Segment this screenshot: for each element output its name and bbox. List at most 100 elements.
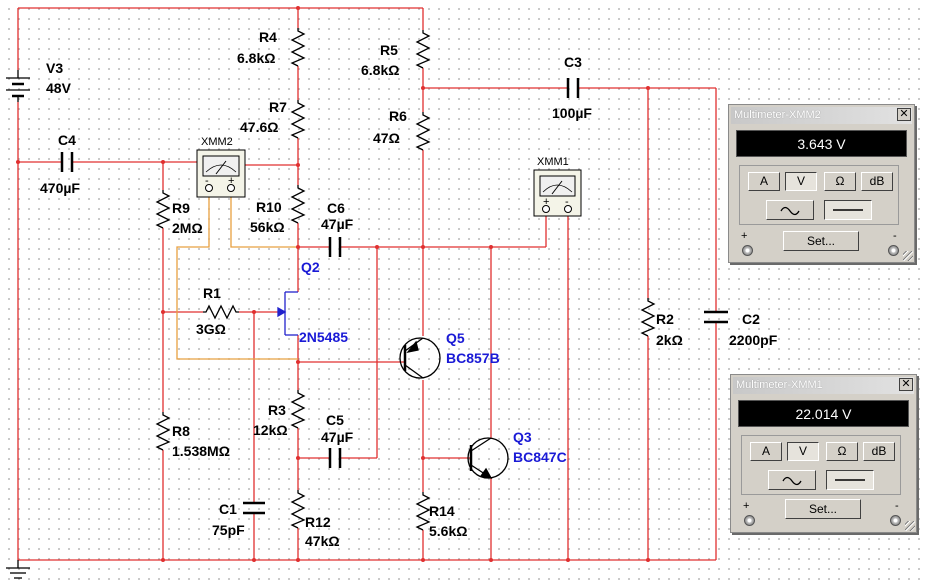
- r2-value: 2kΩ: [656, 332, 683, 348]
- close-icon[interactable]: ✕: [897, 108, 911, 121]
- meter-wires-xmm2: [176, 197, 298, 360]
- c3-value: 100µF: [552, 105, 592, 121]
- multimeter-xmm2-title: Multimeter-XMM2: [734, 109, 821, 121]
- c5-ref: C5: [326, 412, 344, 428]
- dc-mode-button[interactable]: [826, 470, 874, 490]
- volts-button[interactable]: V: [787, 442, 819, 461]
- ohms-button[interactable]: Ω: [824, 172, 856, 191]
- xmm2-symbol-label: XMM2: [201, 136, 233, 148]
- multimeter-xmm2-titlebar[interactable]: Multimeter-XMM2: [731, 107, 912, 124]
- junction-dots: [16, 6, 650, 562]
- minus-terminal-label: -: [895, 500, 899, 512]
- set-button[interactable]: Set...: [783, 231, 859, 251]
- c6-ref: C6: [327, 200, 345, 216]
- resistor-r4[interactable]: [290, 28, 306, 67]
- dc-mode-button[interactable]: [824, 200, 872, 220]
- q3-value: BC847C: [513, 449, 567, 465]
- component-labels: V3 48V C4 470µF R4 6.8kΩ R7 47.6Ω R10 56…: [40, 29, 778, 549]
- r5-ref: R5: [380, 42, 398, 58]
- r10-value: 56kΩ: [250, 219, 285, 235]
- minus-terminal-jack[interactable]: [888, 245, 899, 256]
- ac-mode-button[interactable]: [766, 200, 814, 220]
- capacitor-c1[interactable]: [243, 501, 265, 515]
- resistor-r14[interactable]: [415, 492, 431, 531]
- plus-terminal-jack[interactable]: [742, 245, 753, 256]
- db-button[interactable]: dB: [861, 172, 893, 191]
- r4-value: 6.8kΩ: [237, 50, 275, 66]
- resize-grip-icon[interactable]: [903, 251, 913, 261]
- resistor-r12[interactable]: [290, 490, 306, 529]
- close-icon[interactable]: ✕: [899, 378, 913, 391]
- r7-ref: R7: [269, 99, 287, 115]
- capacitor-c4[interactable]: [60, 152, 74, 172]
- r9-value: 2MΩ: [172, 220, 203, 236]
- c6-value: 47µF: [321, 216, 354, 232]
- r14-value: 5.6kΩ: [429, 523, 467, 539]
- v3-value: 48V: [46, 80, 72, 96]
- plus-terminal-label: +: [743, 500, 750, 512]
- xmm2-plus-sign: +: [228, 175, 234, 187]
- c1-ref: C1: [219, 501, 237, 517]
- r14-ref: R14: [429, 503, 455, 519]
- resistor-r3[interactable]: [290, 390, 306, 429]
- resistor-r7[interactable]: [290, 100, 306, 139]
- volts-button[interactable]: V: [785, 172, 817, 191]
- c4-value: 470µF: [40, 180, 80, 196]
- r12-ref: R12: [305, 514, 331, 530]
- minus-terminal-jack[interactable]: [890, 515, 901, 526]
- capacitor-c6[interactable]: [328, 237, 342, 257]
- resize-grip-icon[interactable]: [905, 521, 915, 531]
- ohms-button[interactable]: Ω: [826, 442, 858, 461]
- plus-terminal-jack[interactable]: [744, 515, 755, 526]
- resistor-r10[interactable]: [290, 185, 306, 224]
- ac-wave-icon: [782, 476, 802, 486]
- resistor-r5[interactable]: [415, 30, 431, 69]
- ac-mode-button[interactable]: [768, 470, 816, 490]
- set-button[interactable]: Set...: [785, 499, 861, 519]
- r8-value: 1.538MΩ: [172, 443, 230, 459]
- transistor-q5[interactable]: [399, 337, 441, 379]
- r7-value: 47.6Ω: [240, 119, 278, 135]
- wires: [17, 7, 717, 561]
- meter-symbol-xmm1[interactable]: [533, 169, 582, 217]
- r1-ref: R1: [203, 285, 221, 301]
- jfet-q2[interactable]: [277, 291, 298, 336]
- multimeter-xmm1-reading: 22.014 V: [738, 400, 909, 427]
- meter-symbol-xmm2[interactable]: [196, 149, 246, 198]
- battery-v3[interactable]: [6, 70, 30, 102]
- resistor-r2[interactable]: [640, 298, 656, 337]
- r12-value: 47kΩ: [305, 533, 340, 549]
- transistor-q3[interactable]: [467, 437, 509, 479]
- plus-terminal-label: +: [741, 230, 748, 242]
- multimeter-xmm1-window[interactable]: Multimeter-XMM1 ✕ 22.014 V A V Ω dB + - …: [730, 374, 917, 533]
- r9-ref: R9: [172, 200, 190, 216]
- dc-line-icon: [835, 479, 865, 481]
- c2-ref: C2: [742, 311, 760, 327]
- capacitor-c5[interactable]: [328, 448, 342, 468]
- multimeter-xmm2-window[interactable]: Multimeter-XMM2 ✕ 3.643 V A V Ω dB + - S…: [728, 104, 915, 263]
- ac-wave-icon: [780, 206, 800, 216]
- ground-symbol: [6, 560, 30, 579]
- capacitor-c2[interactable]: [704, 310, 728, 324]
- xmm1-plus-sign: +: [543, 196, 549, 208]
- db-button[interactable]: dB: [863, 442, 895, 461]
- amps-button[interactable]: A: [750, 442, 782, 461]
- resistor-r6[interactable]: [415, 112, 431, 151]
- amps-button[interactable]: A: [748, 172, 780, 191]
- multimeter-xmm1-titlebar[interactable]: Multimeter-XMM1: [733, 377, 914, 394]
- multimeter-xmm2-controls: A V Ω dB: [739, 165, 899, 225]
- resistor-r1[interactable]: [203, 304, 239, 320]
- r6-ref: R6: [389, 108, 407, 124]
- multimeter-xmm2-reading: 3.643 V: [736, 130, 907, 157]
- xmm1-symbol-label: XMM1: [537, 156, 569, 168]
- minus-terminal-label: -: [893, 230, 897, 242]
- c3-ref: C3: [564, 54, 582, 70]
- q5-ref: Q5: [446, 330, 465, 346]
- v3-ref: V3: [46, 60, 63, 76]
- capacitor-c3[interactable]: [566, 78, 580, 98]
- c4-ref: C4: [58, 132, 76, 148]
- resistor-r8[interactable]: [155, 412, 171, 451]
- resistor-r9[interactable]: [155, 190, 171, 229]
- multimeter-xmm1-title: Multimeter-XMM1: [736, 379, 823, 391]
